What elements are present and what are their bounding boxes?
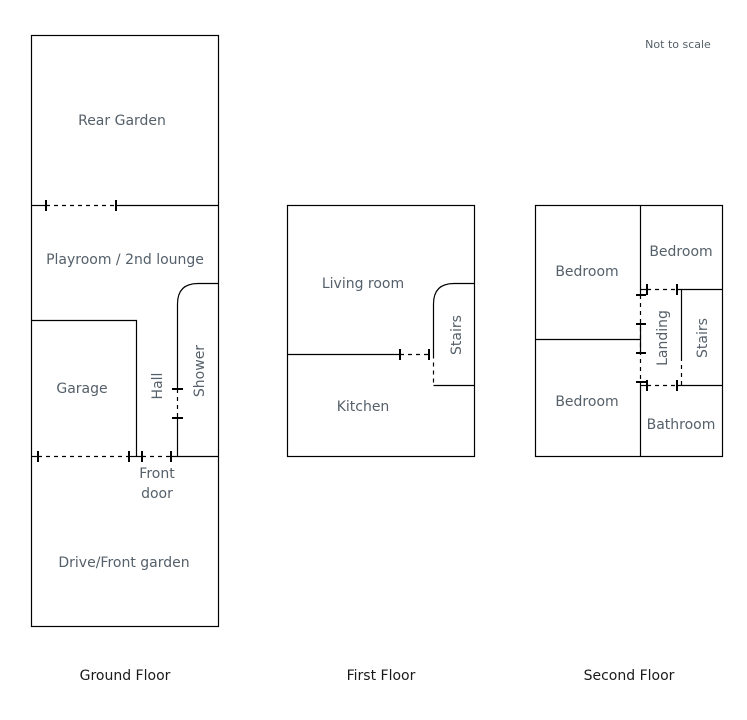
floor-title-second: Second Floor: [584, 668, 675, 684]
room-label-hall: Hall: [150, 373, 166, 400]
room-label-front-door-2: door: [141, 486, 173, 502]
stairs-wall: [432, 282, 475, 355]
garage-wall: [31, 319, 138, 457]
floor-title-ground: Ground Floor: [80, 668, 171, 684]
room-label-bathroom: Bathroom: [647, 417, 716, 433]
floor-title-first: First Floor: [347, 668, 416, 684]
shower-wall: [176, 282, 219, 389]
room-label-shower: Shower: [192, 345, 208, 397]
room-label-landing: Landing: [655, 310, 671, 366]
room-label-bedroom-3: Bedroom: [555, 394, 618, 410]
room-label-garage: Garage: [56, 381, 107, 397]
ground-outer-wall: [30, 34, 220, 628]
room-label-kitchen: Kitchen: [337, 399, 390, 415]
not-to-scale-note: Not to scale: [645, 38, 711, 51]
room-label-bedroom-1: Bedroom: [555, 264, 618, 280]
room-label-living-room: Living room: [322, 276, 404, 292]
room-label-front-door-1: Front: [139, 466, 175, 482]
first-outer-wall: [286, 204, 476, 458]
first-floor-plan: Living room Kitchen Stairs: [286, 204, 476, 458]
room-label-bedroom-2: Bedroom: [649, 244, 712, 260]
room-label-stairs-2: Stairs: [695, 318, 711, 358]
room-label-rear-garden: Rear Garden: [78, 113, 166, 129]
ground-floor-plan: Rear Garden Playroom / 2nd lounge Garage…: [30, 34, 220, 628]
second-outer-wall: [534, 204, 724, 458]
room-label-drive: Drive/Front garden: [58, 555, 189, 571]
room-label-playroom: Playroom / 2nd lounge: [46, 252, 204, 268]
room-label-stairs: Stairs: [449, 315, 465, 355]
second-floor-plan: Bedroom Bedroom Bedroom Bathroom Landing…: [534, 204, 724, 458]
